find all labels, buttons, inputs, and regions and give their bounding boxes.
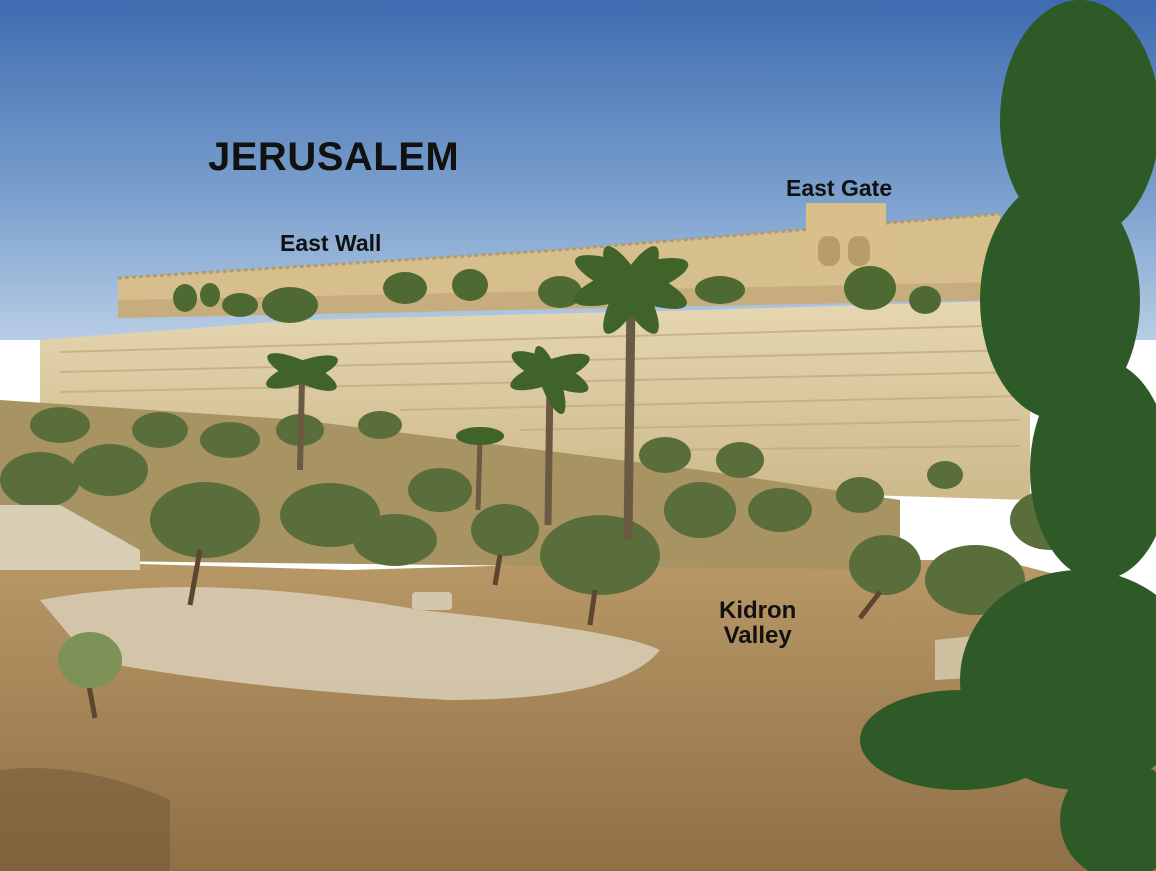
sapling [58, 632, 122, 688]
east-gate-tower [806, 203, 886, 273]
pale-clearing [40, 587, 660, 700]
wall-shrubs [173, 266, 941, 323]
kidron-valley-label-line1: Kidron [719, 597, 797, 624]
palm-trees [266, 246, 689, 541]
gate-arch-left [818, 236, 840, 266]
foreground-tree [860, 0, 1156, 871]
tree-trunks [85, 549, 882, 719]
stone-well [412, 592, 452, 610]
east-gate-label: East Gate [786, 175, 893, 201]
east-wall-label: East Wall [280, 230, 382, 256]
kidron-valley-label-line2: Valley [723, 622, 792, 650]
city-label: JERUSALEM [208, 135, 460, 179]
ground-shadow [0, 768, 170, 871]
stone-steps [0, 505, 140, 570]
wall-crenellation [117, 212, 1001, 280]
kidron-valley-label: Kidron Valley [719, 597, 797, 650]
gate-arch-right [848, 236, 870, 266]
